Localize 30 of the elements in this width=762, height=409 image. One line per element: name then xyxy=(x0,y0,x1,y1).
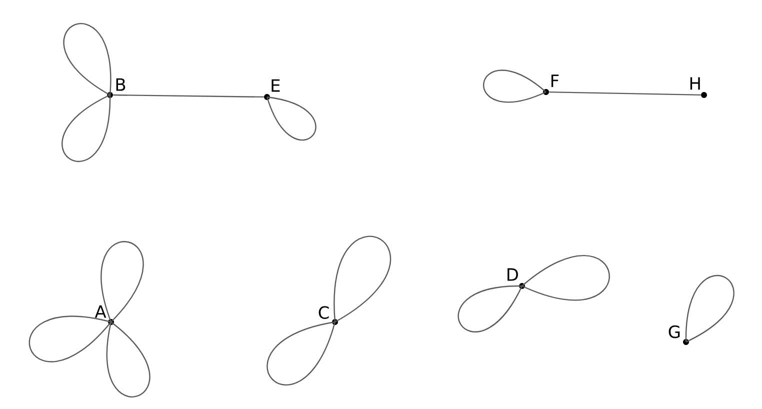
loop xyxy=(483,70,546,103)
loop xyxy=(685,275,734,343)
node-label: G xyxy=(668,325,680,338)
edge-line xyxy=(113,94,264,98)
vertex: B xyxy=(107,78,126,98)
edge-line xyxy=(549,91,701,96)
vertex: H xyxy=(690,77,707,98)
loop xyxy=(106,322,150,398)
vertex: C xyxy=(318,306,338,325)
node-label: F xyxy=(551,74,559,88)
loop xyxy=(266,96,316,140)
loop xyxy=(100,241,144,322)
node-label: D xyxy=(508,268,518,281)
node-label: H xyxy=(690,77,700,90)
node-label: A xyxy=(94,305,106,318)
loop xyxy=(29,316,112,362)
loop xyxy=(267,321,336,386)
node-label: B xyxy=(116,78,126,91)
loop xyxy=(63,23,111,96)
loop xyxy=(334,236,391,322)
node-label: E xyxy=(272,79,280,92)
loop xyxy=(458,285,523,332)
vertex: A xyxy=(94,305,114,325)
vertex: D xyxy=(508,268,525,289)
loop xyxy=(522,255,610,301)
vertex: F xyxy=(543,74,559,95)
node-label: C xyxy=(318,306,329,319)
vertex: G xyxy=(668,325,689,345)
loop xyxy=(62,94,111,162)
vertex: E xyxy=(264,79,280,100)
